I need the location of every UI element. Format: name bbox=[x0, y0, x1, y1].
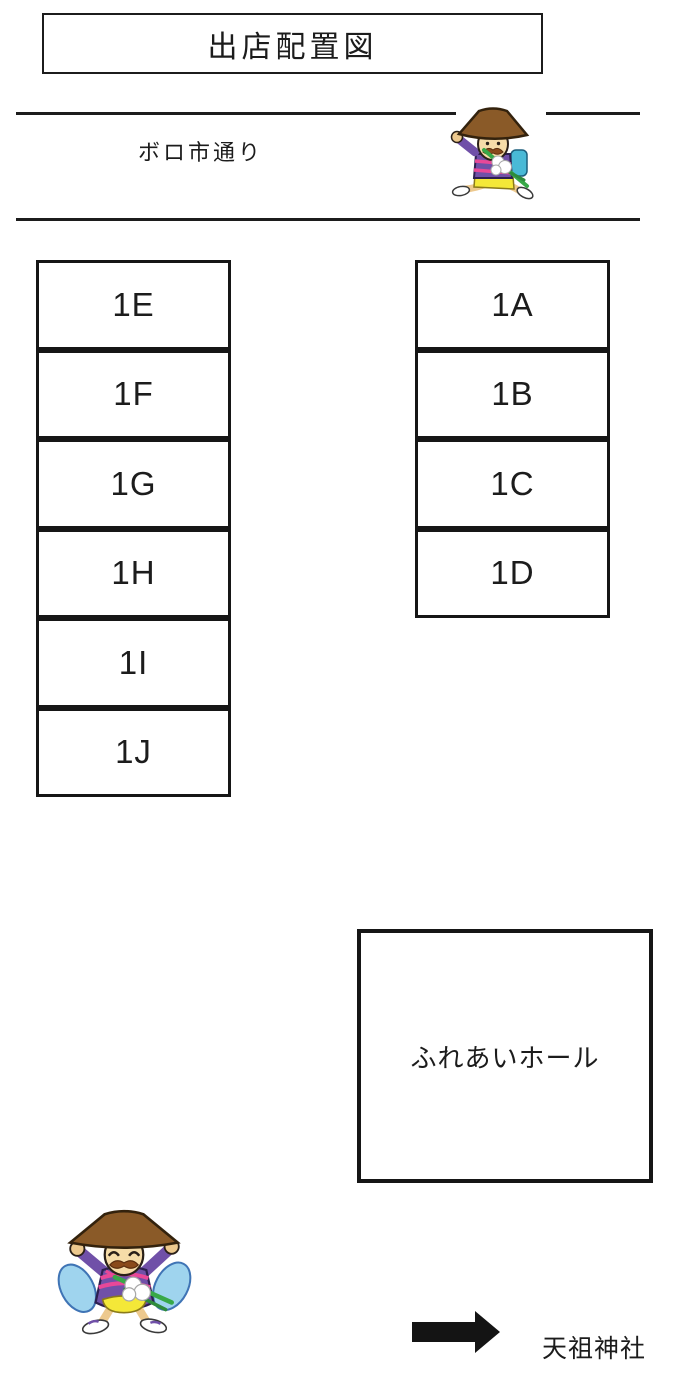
fureai-hall-box: ふれあいホール bbox=[357, 929, 653, 1183]
stall-box-1H: 1H bbox=[36, 528, 231, 618]
mascot-straw-hat bbox=[67, 1209, 181, 1249]
stall-label: 1I bbox=[118, 643, 149, 681]
mascot-cape bbox=[57, 1263, 97, 1313]
street-edge-line-top-left bbox=[16, 112, 456, 115]
map-title-box: 出店配置図 bbox=[42, 13, 543, 74]
stall-label: 1A bbox=[491, 285, 534, 323]
mascot-eye bbox=[485, 141, 490, 146]
stall-column-right: 1A 1B 1C 1D bbox=[415, 260, 610, 618]
street-edge-line-bottom bbox=[16, 218, 640, 221]
stall-label: 1F bbox=[113, 375, 154, 413]
stall-box-1C: 1C bbox=[415, 439, 610, 529]
mascot-shoe bbox=[451, 185, 471, 197]
street-name-label: ボロ市通り bbox=[138, 140, 264, 165]
stall-box-1A: 1A bbox=[415, 260, 610, 350]
boro-ichi-mascot-walking-icon bbox=[450, 107, 534, 200]
mascot-sleeve bbox=[455, 135, 480, 157]
mascot-happy-eye bbox=[107, 1251, 120, 1257]
stall-label: 1B bbox=[491, 375, 534, 413]
stall-box-1D: 1D bbox=[415, 528, 610, 618]
stall-box-1B: 1B bbox=[415, 349, 610, 439]
stall-box-1J: 1J bbox=[36, 707, 231, 797]
mascot-straw-hat bbox=[456, 107, 530, 141]
mascot-mustache bbox=[108, 1260, 140, 1269]
boro-ichi-mascot-cheering-icon bbox=[57, 1209, 192, 1335]
mascot-happy-eye bbox=[128, 1251, 141, 1257]
mascot-eye bbox=[496, 141, 501, 146]
mascot-feather-fluff bbox=[490, 155, 512, 176]
mascot-shoe-strap bbox=[149, 1320, 162, 1325]
mascot-shoe bbox=[516, 186, 534, 200]
direction-arrow-right-icon bbox=[412, 1311, 500, 1353]
stall-label: 1C bbox=[490, 464, 535, 502]
stall-column-left: 1E 1F 1G 1H 1I 1J bbox=[36, 260, 231, 797]
hall-label: ふれあいホール bbox=[410, 1042, 600, 1073]
stall-label: 1J bbox=[115, 733, 152, 771]
stall-box-1G: 1G bbox=[36, 439, 231, 529]
mascot-feather-fluff bbox=[121, 1276, 151, 1302]
stall-label: 1E bbox=[112, 285, 155, 323]
mascot-shoe-strap bbox=[87, 1319, 100, 1325]
stall-label: 1H bbox=[111, 554, 156, 592]
shrine-label: 天祖神社 bbox=[542, 1335, 647, 1363]
stall-box-1E: 1E bbox=[36, 260, 231, 350]
stall-label: 1G bbox=[110, 464, 157, 502]
stall-box-1I: 1I bbox=[36, 618, 231, 708]
stall-label: 1D bbox=[490, 554, 535, 592]
street-edge-line-top-right bbox=[546, 112, 640, 115]
mascot-shoe bbox=[139, 1318, 168, 1334]
page-title: 出店配置図 bbox=[207, 30, 378, 64]
stall-box-1F: 1F bbox=[36, 349, 231, 439]
